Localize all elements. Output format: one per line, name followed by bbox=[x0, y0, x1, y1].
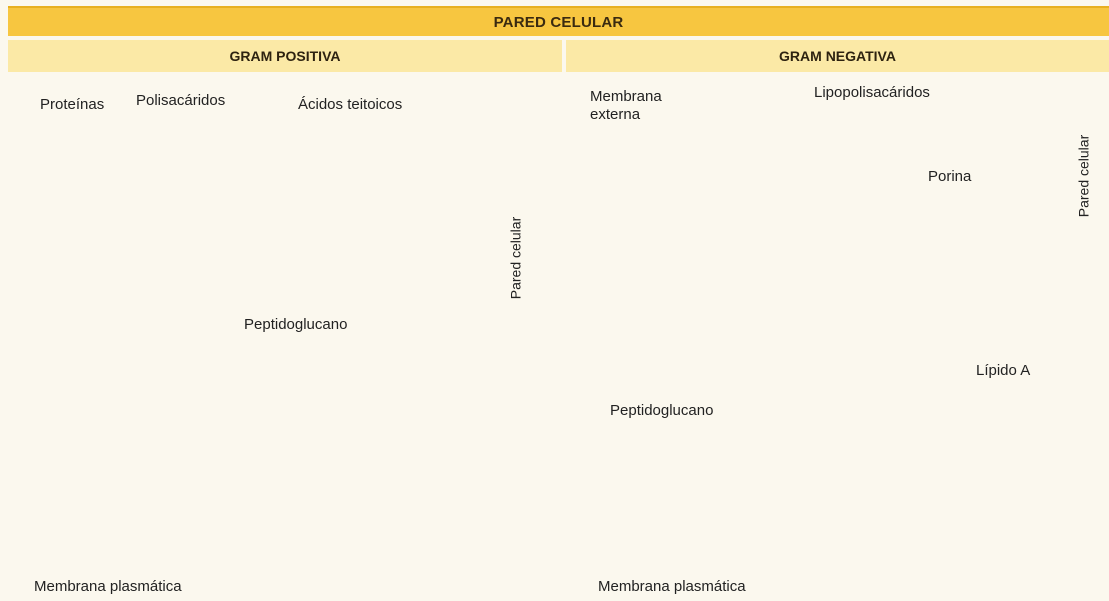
proteins-left bbox=[156, 142, 404, 574]
lps-chain bbox=[874, 115, 902, 297]
lipopolysaccharide-chains bbox=[646, 115, 1058, 297]
left-panel-title: GRAM POSITIVA bbox=[8, 48, 562, 64]
label-peptidoglucano-right: Peptidoglucano bbox=[610, 402, 713, 419]
lipid-a-groups bbox=[643, 322, 926, 381]
label-lipido-a: Lípido A bbox=[976, 362, 1030, 379]
diagram-title: PARED CELULAR bbox=[8, 14, 1109, 31]
right-subheader: GRAM NEGATIVA bbox=[566, 40, 1109, 72]
label-acidos-teitoicos: Ácidos teitoicos bbox=[298, 96, 402, 113]
label-polisacaridos: Polisacáridos bbox=[136, 92, 225, 109]
label-lipopolisacaridos: Lipopolisacáridos bbox=[814, 84, 930, 101]
polysaccharide-chains bbox=[51, 122, 467, 494]
lps-chain bbox=[722, 115, 750, 297]
outer-membrane bbox=[591, 248, 1107, 344]
label-pared-celular-left: Pared celular bbox=[507, 217, 523, 300]
label-membrana-externa-2: externa bbox=[590, 106, 640, 123]
label-peptidoglucano-left: Peptidoglucano bbox=[244, 316, 347, 333]
lps-chain bbox=[1030, 115, 1058, 297]
peptidoglycan-layer bbox=[30, 174, 548, 392]
label-membrana-externa-1: Membrana bbox=[590, 88, 662, 105]
label-porina: Porina bbox=[928, 168, 971, 185]
lps-chain bbox=[646, 115, 674, 297]
plasma-membrane-right bbox=[593, 476, 1107, 570]
label-membrana-plasmatica-left: Membrana plasmática bbox=[34, 578, 182, 595]
peptidoglycan-layer-right bbox=[593, 391, 1107, 454]
title-bar: PARED CELULAR bbox=[8, 6, 1109, 36]
label-pared-celular-right: Pared celular bbox=[1075, 135, 1091, 218]
label-membrana-plasmatica-right: Membrana plasmática bbox=[598, 578, 746, 595]
right-panel-title: GRAM NEGATIVA bbox=[566, 48, 1109, 64]
plasma-membrane-left bbox=[30, 482, 547, 574]
lps-chain bbox=[776, 115, 804, 297]
proteins-right bbox=[606, 466, 1042, 578]
porin bbox=[936, 208, 1022, 362]
label-proteinas: Proteínas bbox=[40, 96, 104, 113]
outer-membrane-protein bbox=[825, 210, 868, 382]
left-subheader: GRAM POSITIVA bbox=[8, 40, 562, 72]
